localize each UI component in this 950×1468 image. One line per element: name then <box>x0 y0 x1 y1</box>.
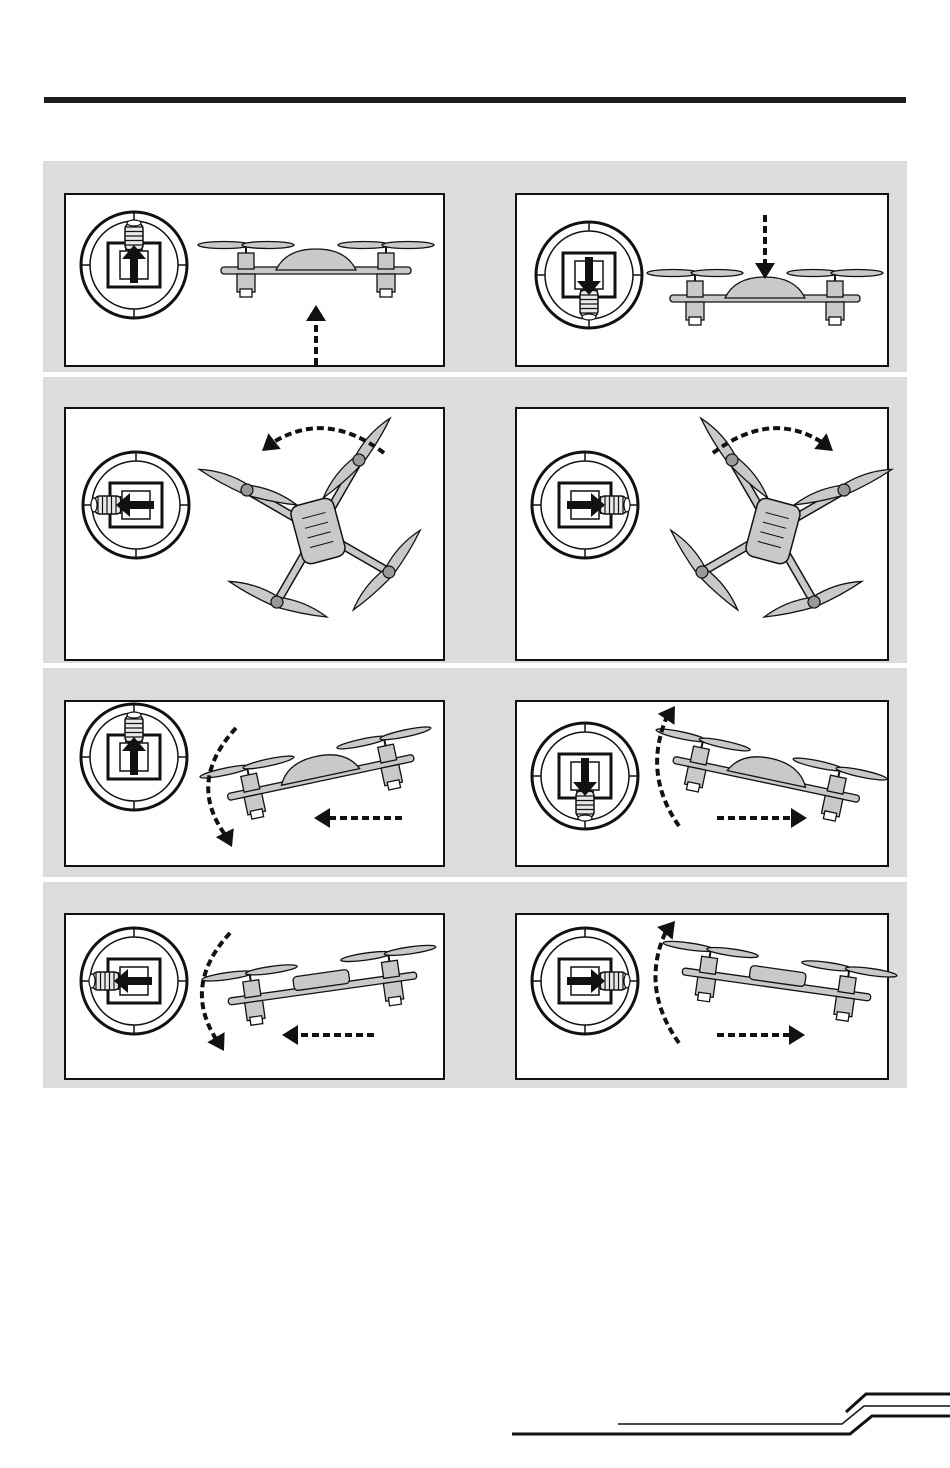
propeller-icon <box>226 577 328 625</box>
rotor-icon <box>760 555 868 647</box>
rotor-icon <box>334 525 442 617</box>
propeller-icon <box>350 527 427 615</box>
drone-side-icon <box>199 725 441 828</box>
panel-throttle-up[interactable] <box>64 193 445 367</box>
footer-decoration <box>0 1380 950 1468</box>
propeller-icon <box>694 415 771 503</box>
panel-yaw-left[interactable] <box>64 407 445 661</box>
drone-top-icon <box>649 413 898 647</box>
rotor-icon <box>223 555 331 647</box>
drone-side-icon <box>645 727 887 830</box>
gimbal-icon <box>83 452 189 558</box>
drone-top-icon <box>193 413 442 647</box>
down-arrow-icon <box>755 215 775 279</box>
left-arrow-icon <box>314 808 402 828</box>
panel-pitch-forward[interactable] <box>64 700 445 867</box>
up-arrow-icon <box>306 305 326 365</box>
gimbal-icon <box>532 452 638 558</box>
gimbal-icon <box>81 928 187 1034</box>
gimbal-icon <box>536 222 642 328</box>
rotor-icon <box>790 443 898 535</box>
right-arrow-icon <box>717 808 807 828</box>
gimbal-icon <box>81 212 187 318</box>
left-arrow-icon <box>282 1025 374 1045</box>
tilt-arrow-icon <box>208 728 236 847</box>
panel-roll-left[interactable] <box>64 913 445 1080</box>
tilt-arrow-icon <box>202 933 230 1051</box>
panel-pitch-backward[interactable] <box>515 700 889 867</box>
panel-yaw-right[interactable] <box>515 407 889 661</box>
drone-side-icon <box>198 242 434 298</box>
rotor-icon <box>679 413 787 505</box>
gimbal-icon <box>81 704 187 810</box>
gimbal-icon <box>532 928 638 1034</box>
right-arrow-icon <box>717 1025 805 1045</box>
tilt-arrow-icon <box>657 706 679 826</box>
rotor-icon <box>193 443 301 535</box>
gimbal-icon <box>532 723 638 829</box>
propeller-icon <box>664 527 741 615</box>
panel-throttle-down[interactable] <box>515 193 889 367</box>
drone-side-icon <box>656 939 897 1027</box>
header-rule <box>44 97 906 103</box>
tilt-arrow-icon <box>655 921 679 1043</box>
panel-roll-right[interactable] <box>515 913 889 1080</box>
rotor-icon <box>649 525 757 617</box>
propeller-icon <box>763 577 865 625</box>
drone-side-icon <box>202 943 443 1031</box>
